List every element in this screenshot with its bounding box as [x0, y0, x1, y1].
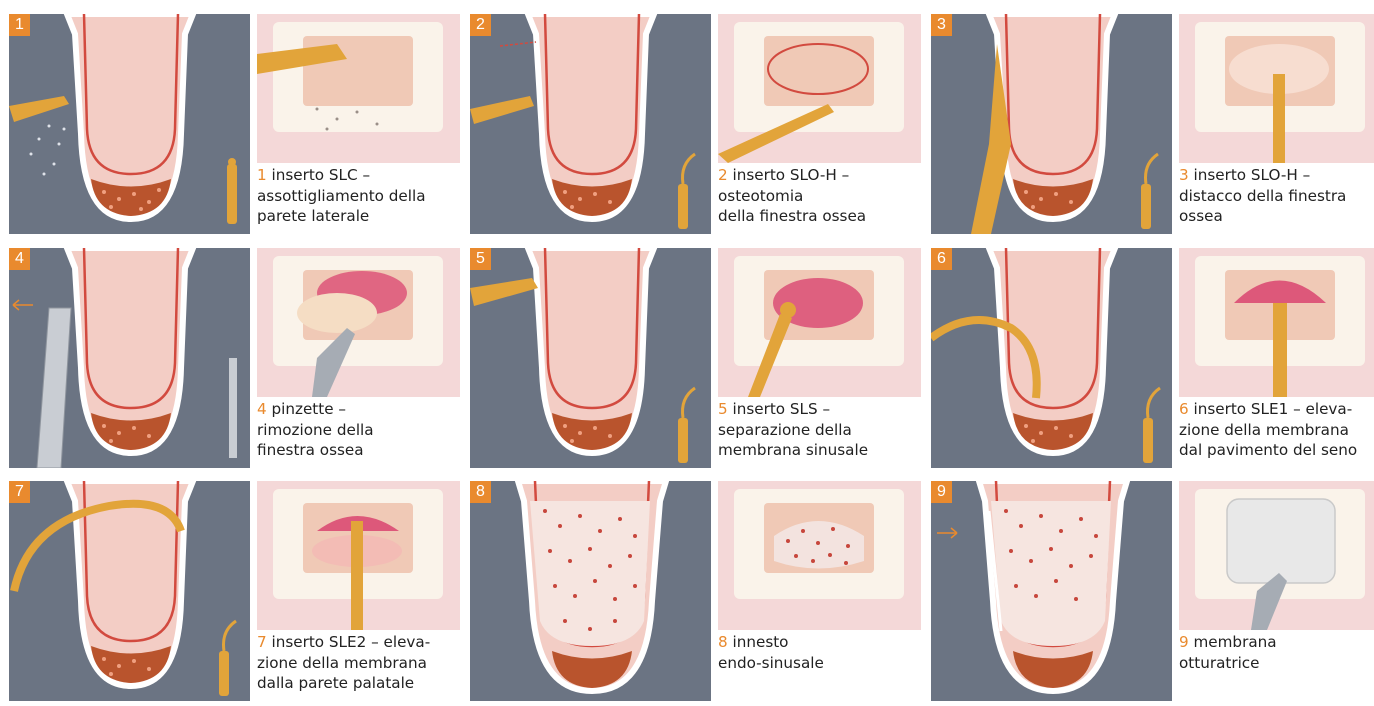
section-illustration: 5: [470, 248, 711, 468]
caption-number: 9: [1179, 633, 1189, 651]
step-caption: 6 inserto SLE1 – eleva- zione della memb…: [1179, 399, 1374, 461]
section-illustration: 3: [931, 14, 1172, 234]
step-6: 6 6 inserto SLE1 – eleva- zione della me…: [931, 248, 1374, 473]
bone-window-icon: [257, 14, 460, 163]
step-caption: 9 membrana otturatrice: [1179, 632, 1374, 673]
caption-number: 8: [718, 633, 728, 651]
bone-graft-icon: [718, 481, 921, 630]
step-number: 2: [470, 14, 491, 36]
sinus-membrane-icon: [1179, 248, 1374, 397]
arrow-right-icon: [931, 481, 1172, 701]
caption-number: 2: [718, 166, 728, 184]
step-caption: 2 inserto SLO-H – osteotomia della fines…: [718, 165, 928, 227]
step-caption: 7 inserto SLE2 – eleva- zione della memb…: [257, 632, 467, 694]
caption-text: pinzette – rimozione della finestra osse…: [257, 400, 374, 459]
ultrasonic-insert-icon: [931, 14, 1172, 234]
bone-graft-icon: [470, 481, 711, 701]
caption-number: 7: [257, 633, 267, 651]
detail-illustration: [1179, 248, 1374, 397]
ultrasonic-insert-icon: [9, 14, 250, 234]
step-number: 1: [9, 14, 30, 36]
step-number: 8: [470, 481, 491, 503]
step-5: 5 5 inserto SLS – separazione della memb…: [470, 248, 920, 473]
step-caption: 1 inserto SLC – assottigliamento della p…: [257, 165, 467, 227]
detail-illustration: [1179, 481, 1374, 630]
caption-text: innesto endo-sinusale: [718, 633, 824, 672]
ultrasonic-insert-icon: [931, 248, 1172, 468]
step-2: 2 2 inserto SLO-H – osteotomia della fin…: [470, 14, 920, 239]
step-4: 4 4 pinzette – rimozione della finestra …: [9, 248, 459, 473]
caption-number: 4: [257, 400, 267, 418]
section-illustration: 6: [931, 248, 1172, 468]
ultrasonic-insert-icon: [9, 481, 250, 701]
barrier-membrane-icon: [1179, 481, 1374, 630]
section-illustration: 2: [470, 14, 711, 234]
caption-text: inserto SLO-H – osteotomia della finestr…: [718, 166, 866, 225]
step-number: 7: [9, 481, 30, 503]
section-illustration: 9: [931, 481, 1172, 701]
step-caption: 8 innesto endo-sinusale: [718, 632, 928, 673]
bone-window-icon: [1179, 14, 1374, 163]
caption-number: 1: [257, 166, 267, 184]
caption-number: 5: [718, 400, 728, 418]
step-caption: 3 inserto SLO-H – distacco della finestr…: [1179, 165, 1374, 227]
bone-window-icon: [718, 14, 921, 163]
caption-text: membrana otturatrice: [1179, 633, 1277, 672]
section-illustration: 8: [470, 481, 711, 701]
bone-window-icon: [257, 248, 460, 397]
caption-text: inserto SLE2 – eleva- zione della membra…: [257, 633, 430, 692]
step-1: 1 1 inserto SLC – assottigliamento della…: [9, 14, 459, 239]
caption-text: inserto SLC – assottigliamento della par…: [257, 166, 426, 225]
step-8: 8 8 innesto endo-sinusale: [470, 481, 920, 706]
detail-illustration: [257, 248, 460, 397]
ultrasonic-insert-icon: [470, 248, 711, 468]
section-illustration: 7: [9, 481, 250, 701]
step-number: 4: [9, 248, 30, 270]
caption-text: inserto SLS – separazione della membrana…: [718, 400, 868, 459]
ultrasonic-insert-icon: [470, 14, 711, 234]
step-3: 3 3 inserto SLO-H – distacco della fines…: [931, 14, 1374, 239]
detail-illustration: [718, 481, 921, 630]
detail-illustration: [718, 14, 921, 163]
detail-illustration: [718, 248, 921, 397]
caption-number: 6: [1179, 400, 1189, 418]
detail-illustration: [257, 481, 460, 630]
step-9: 9 9 membrana otturatrice: [931, 481, 1374, 706]
step-caption: 5 inserto SLS – separazione della membra…: [718, 399, 928, 461]
detail-illustration: [257, 14, 460, 163]
caption-text: inserto SLO-H – distacco della finestra …: [1179, 166, 1346, 225]
step-7: 7 7 inserto SLE2 – eleva- zione della me…: [9, 481, 459, 706]
arrow-left-icon: [9, 248, 250, 468]
step-number: 6: [931, 248, 952, 270]
step-number: 5: [470, 248, 491, 270]
step-caption: 4 pinzette – rimozione della finestra os…: [257, 399, 467, 461]
step-number: 9: [931, 481, 952, 503]
sinus-membrane-icon: [718, 248, 921, 397]
sinus-membrane-icon: [257, 481, 460, 630]
step-number: 3: [931, 14, 952, 36]
detail-illustration: [1179, 14, 1374, 163]
section-illustration: 1: [9, 14, 250, 234]
caption-number: 3: [1179, 166, 1189, 184]
section-illustration: 4: [9, 248, 250, 468]
caption-text: inserto SLE1 – eleva- zione della membra…: [1179, 400, 1357, 459]
